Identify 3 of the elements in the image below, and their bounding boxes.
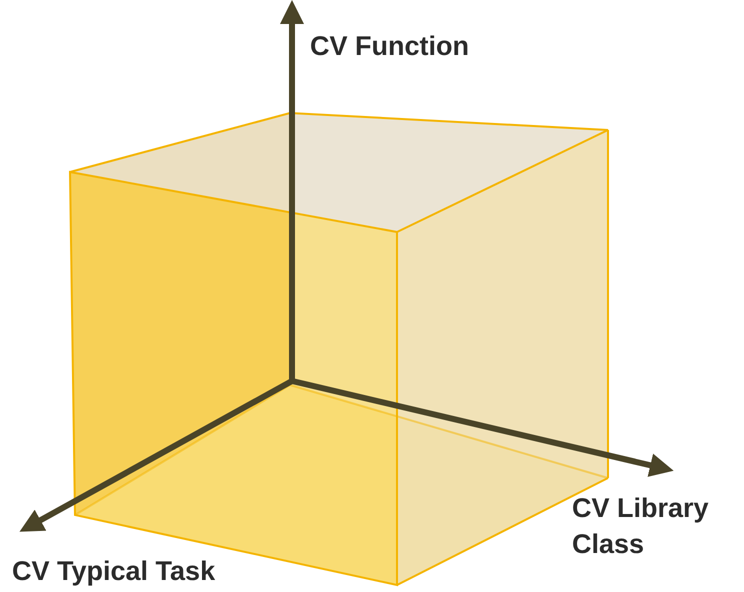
axis-label: CV Library Class: [572, 492, 710, 561]
axis-label: CV Function: [310, 30, 469, 63]
axis-label: CV Typical Task: [12, 555, 216, 588]
